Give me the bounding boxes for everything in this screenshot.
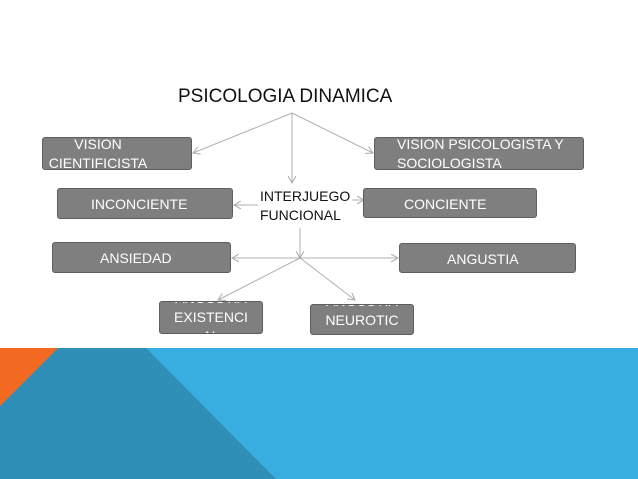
- node-vision-cientificista: VISION CIENTIFICISTA: [42, 137, 192, 170]
- node-angustia-neurotica-label: ANGUSTIA NEUROTIC A: [325, 305, 399, 334]
- arrow-center-to-angustia-neurotica: [299, 257, 355, 300]
- node-ansiedad-label: ANSIEDAD: [100, 250, 172, 266]
- node-vision-psicologista: VISION PSICOLOGISTA Y SOCIOLOGISTA: [374, 137, 584, 170]
- diagram-title: PSICOLOGIA DINAMICA: [178, 86, 393, 107]
- footer-band: [0, 348, 638, 479]
- node-angustia-neurotica: ANGUSTIA NEUROTIC A: [310, 304, 414, 335]
- node-angustia-existencial: ANGUSTIA EXISTENCI AL: [159, 301, 263, 334]
- node-conciente-label: CONCIENTE: [404, 196, 487, 212]
- footer-teal-shape: [0, 348, 276, 479]
- arrow-title-to-vision-psicologista: [291, 112, 373, 153]
- node-angustia-label: ANGUSTIA: [447, 251, 519, 267]
- node-inconciente-label: INCONCIENTE: [91, 196, 188, 212]
- node-ansiedad: ANSIEDAD: [52, 242, 231, 273]
- node-inconciente: INCONCIENTE: [57, 188, 233, 219]
- arrow-title-to-vision-cientificista: [193, 112, 293, 153]
- footer-orange-shape: [0, 348, 58, 406]
- node-interjuego-funcional: INTERJUEGO FUNCIONAL: [260, 188, 351, 223]
- node-vision-psicologista-label: VISION PSICOLOGISTA Y SOCIOLOGISTA: [397, 137, 564, 170]
- node-conciente: CONCIENTE: [363, 188, 537, 218]
- arrow-center-to-angustia-existencial: [218, 257, 301, 300]
- node-angustia-existencial-label: ANGUSTIA EXISTENCI AL: [174, 302, 248, 333]
- node-angustia: ANGUSTIA: [399, 243, 576, 273]
- node-vision-cientificista-label: VISION CIENTIFICISTA: [48, 137, 148, 170]
